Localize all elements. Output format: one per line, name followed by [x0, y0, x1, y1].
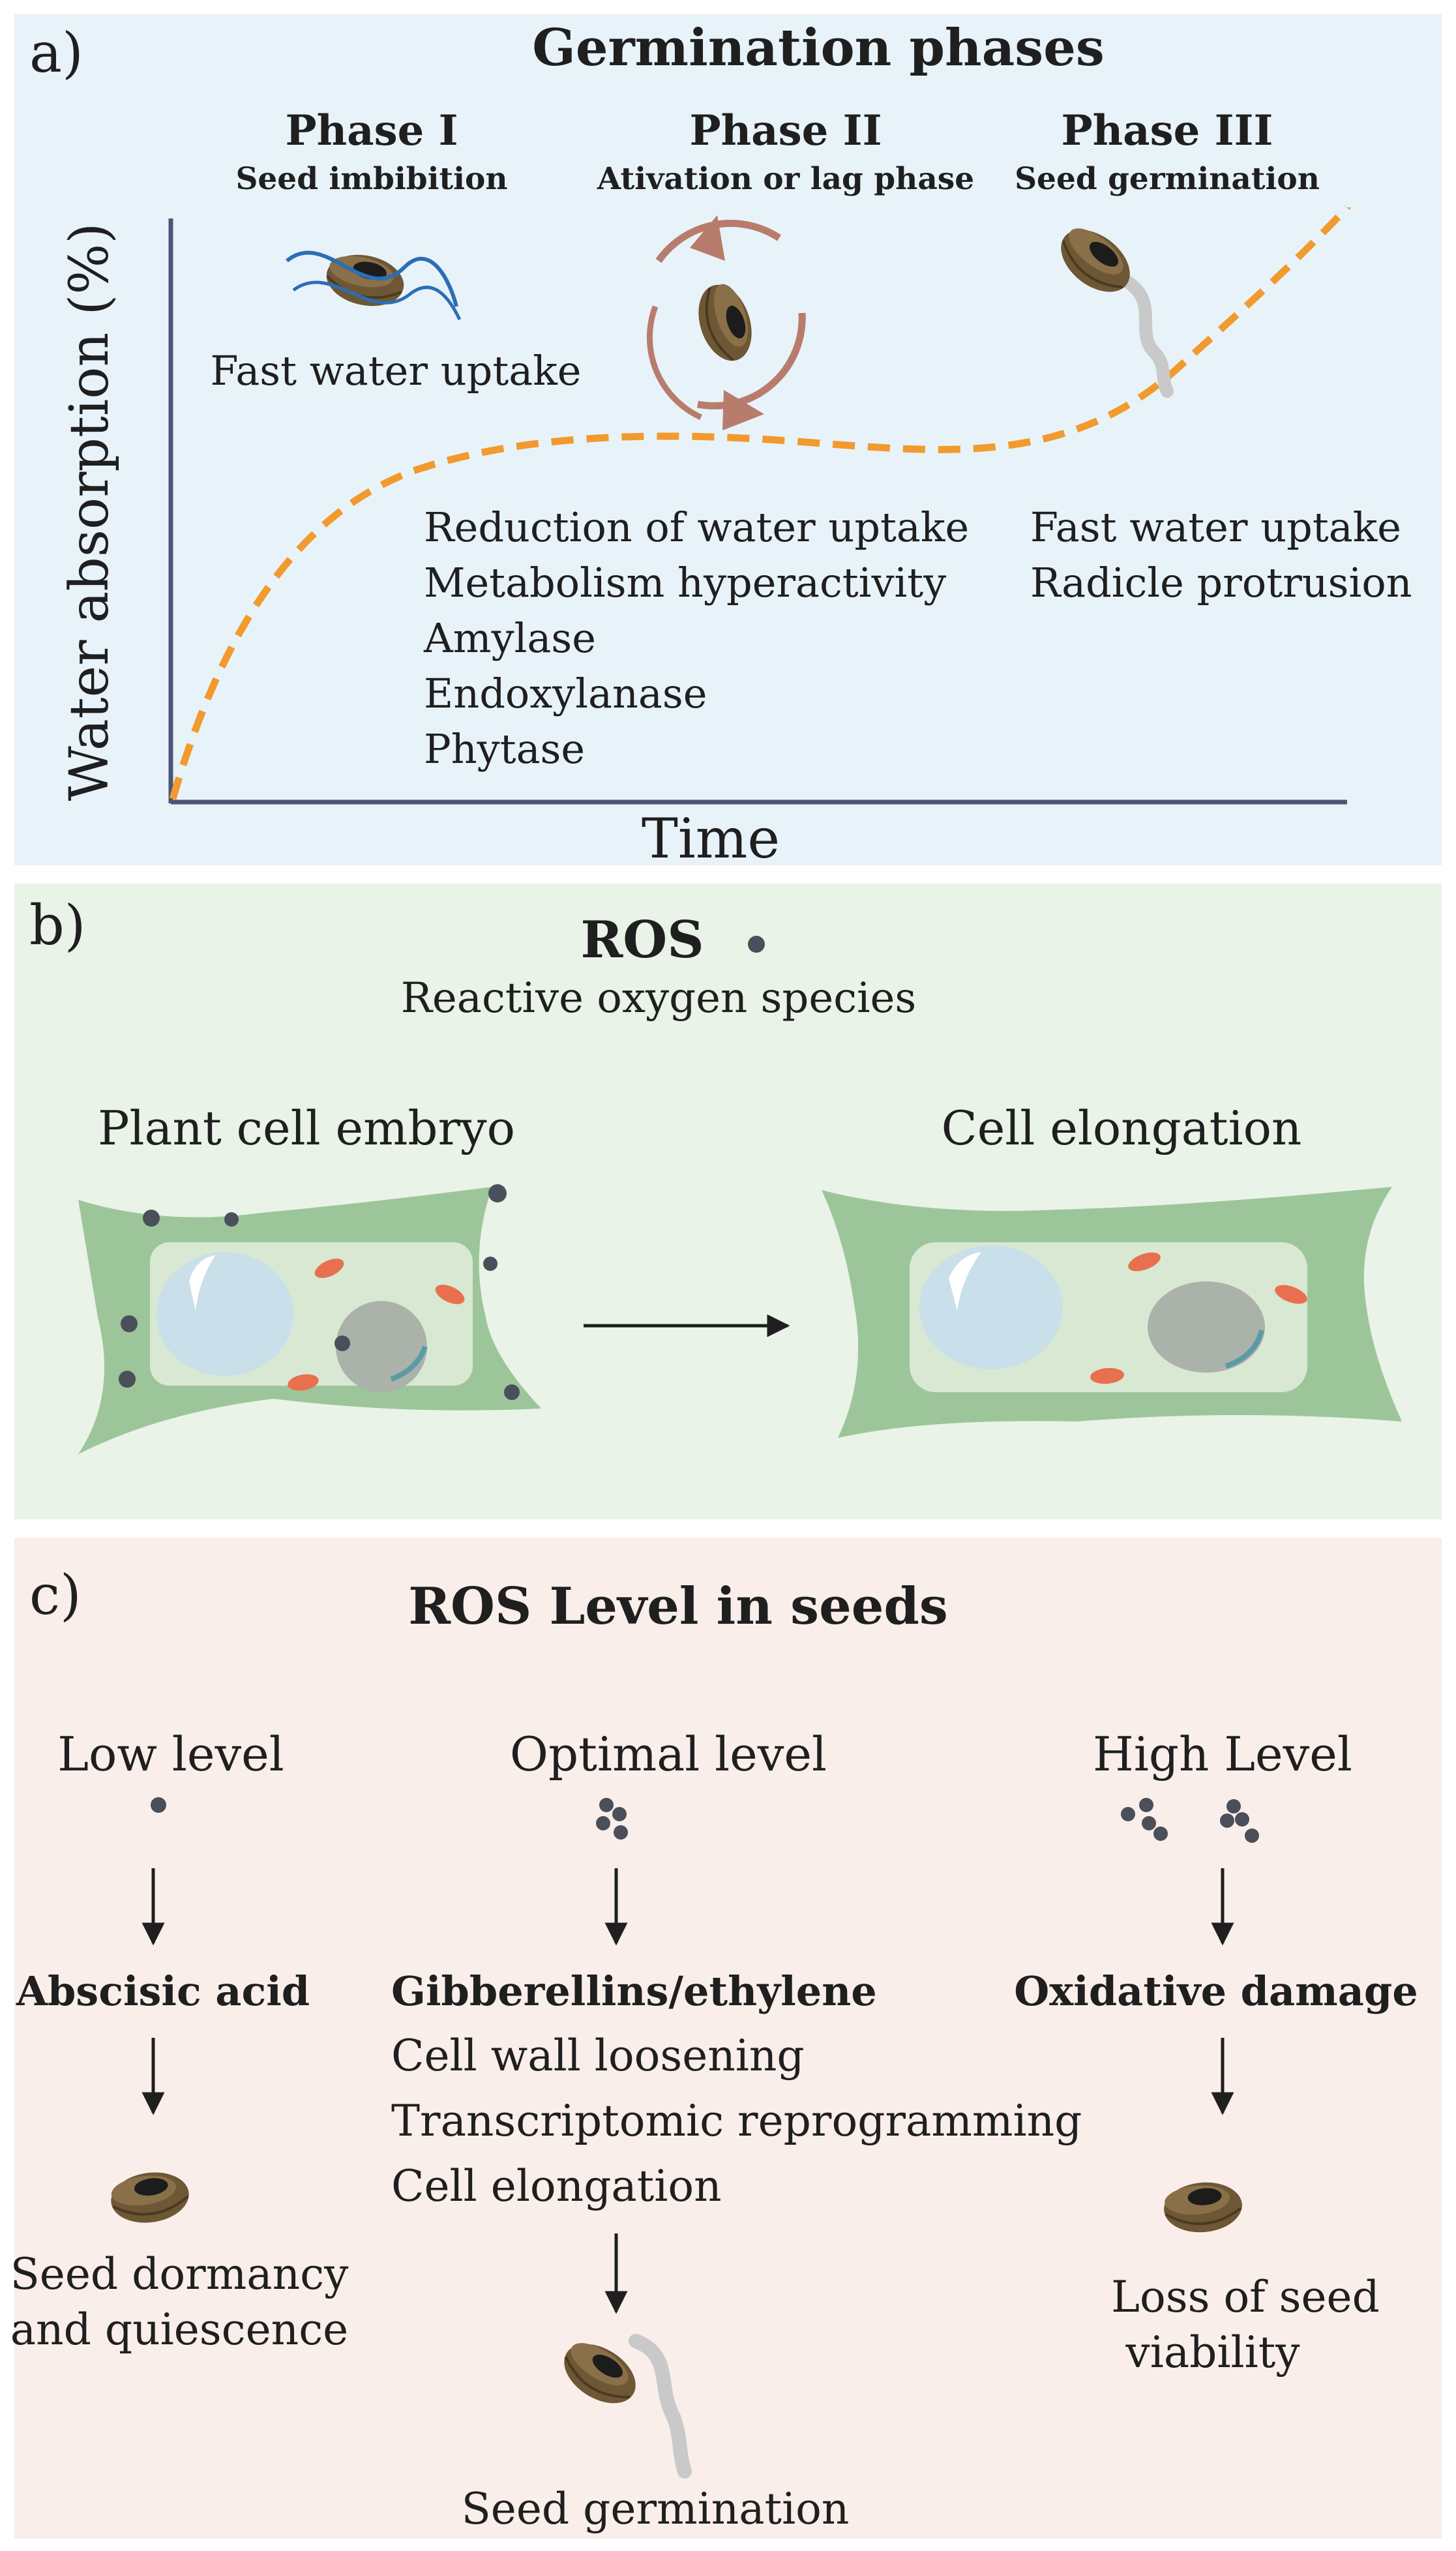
- elongated-cell-diagram: [822, 1187, 1402, 1438]
- mitochondrion: [288, 1374, 319, 1391]
- ros-dot-optimal: [596, 1816, 610, 1830]
- ros-dot-high: [1245, 1828, 1259, 1843]
- ros-dot-optimal: [614, 1825, 628, 1840]
- phase2-name: Phase II: [689, 106, 882, 155]
- lag-phase-seed-icon: [688, 276, 762, 369]
- nucleus-highlight: [390, 1345, 428, 1382]
- ros-dot: [121, 1315, 138, 1332]
- phase1-name: Phase I: [285, 106, 458, 155]
- ros-dot-high: [1153, 1827, 1168, 1841]
- optimal-level-label: Optimal level: [510, 1727, 827, 1782]
- y-axis-label: Water absorption (%): [59, 223, 121, 801]
- phase2-note-3: Amylase: [423, 614, 596, 662]
- x-axis-label: Time: [642, 807, 780, 871]
- mitochondrion: [435, 1285, 465, 1304]
- ros-dot-high: [1226, 1799, 1241, 1813]
- panel-c: c) ROS Level in seeds Low level Abscisic…: [10, 1563, 1418, 2534]
- water-wave-icon-2: [292, 280, 462, 321]
- ros-dot-legend: [748, 936, 765, 953]
- non-viable-seed-icon: [1160, 2177, 1246, 2237]
- panel-c-letter: c): [29, 1563, 82, 1627]
- phase3-name: Phase III: [1062, 106, 1273, 155]
- panel-a: a) Germination phases Water absorption (…: [29, 18, 1412, 871]
- high-level-label: High Level: [1093, 1727, 1352, 1782]
- phase2-note-4: Endoxylanase: [424, 670, 707, 717]
- optimal-effect-2: Transcriptomic reprogramming: [391, 2096, 1082, 2146]
- cell-elongation-label: Cell elongation: [942, 1101, 1302, 1156]
- panel-a-title: Germination phases: [532, 18, 1105, 78]
- ros-dot: [488, 1184, 507, 1202]
- ros-dot-high: [1139, 1798, 1153, 1812]
- vacuole-highlight: [189, 1255, 215, 1311]
- high-outcome-1: Loss of seed: [1111, 2272, 1380, 2322]
- high-outcome-2: viability: [1125, 2327, 1300, 2378]
- vacuole: [919, 1246, 1063, 1369]
- ros-dot-high: [1235, 1812, 1249, 1827]
- radicle-icon: [629, 2334, 692, 2479]
- ros-dot-high: [1142, 1816, 1156, 1830]
- plant-cell-embryo-diagram: [78, 1184, 541, 1454]
- phase2-note-1: Reduction of water uptake: [424, 503, 969, 551]
- vacuole-highlight: [949, 1252, 981, 1311]
- phase2-note-5: Phytase: [424, 725, 585, 773]
- ros-dot: [483, 1257, 498, 1271]
- optimal-effect-3: Cell elongation: [391, 2161, 722, 2211]
- plant-cell-embryo-label: Plant cell embryo: [98, 1101, 515, 1156]
- nucleus: [336, 1301, 427, 1392]
- mitochondrion: [1275, 1285, 1307, 1304]
- cycle-arrows-icon: [646, 215, 806, 430]
- water-wave-icon: [286, 250, 458, 307]
- nucleus: [1148, 1281, 1265, 1373]
- nucleus-highlight: [1225, 1329, 1264, 1369]
- dormant-seed-icon: [106, 2166, 194, 2229]
- phase2-note-2: Metabolism hyperactivity: [424, 559, 946, 606]
- ros-dot-high: [1220, 1813, 1234, 1828]
- optimal-outcome: Seed germination: [462, 2484, 850, 2534]
- ros-dot: [334, 1335, 350, 1351]
- water-uptake-curve: [169, 205, 1350, 800]
- ros-dot: [224, 1212, 239, 1227]
- panel-b-title: ROS: [580, 910, 704, 970]
- panel-a-letter: a): [29, 21, 83, 85]
- low-hormone: Abscisic acid: [16, 1967, 310, 2015]
- mitochondrion: [1090, 1367, 1124, 1384]
- phase3-note-2: Radicle protrusion: [1030, 559, 1412, 606]
- low-level-label: Low level: [57, 1727, 284, 1782]
- panel-c-title: ROS Level in seeds: [408, 1577, 948, 1636]
- radicle-icon: [1118, 274, 1174, 398]
- ros-dot: [143, 1210, 160, 1227]
- high-hormone: Oxidative damage: [1014, 1967, 1418, 2015]
- phase3-note-1: Fast water uptake: [1030, 503, 1401, 551]
- ros-dot: [504, 1384, 520, 1400]
- phase3-subtitle: Seed germination: [1015, 161, 1320, 197]
- phase1-note: Fast water uptake: [211, 347, 582, 395]
- panel-b-letter: b): [29, 893, 86, 957]
- mitochondrion: [1128, 1252, 1161, 1272]
- panel-c-background: [14, 1538, 1442, 2539]
- low-outcome-2: and quiescence: [10, 2305, 348, 2355]
- low-outcome-1: Seed dormancy: [10, 2249, 349, 2299]
- ros-dot-optimal: [599, 1798, 614, 1812]
- optimal-hormone: Gibberellins/ethylene: [391, 1967, 877, 2015]
- ros-dot: [119, 1371, 136, 1388]
- panel-b: b) ROS Reactive oxygen species Plant cel…: [29, 893, 1402, 1454]
- ros-dot-low: [151, 1797, 166, 1813]
- phase1-subtitle: Seed imbibition: [235, 161, 507, 197]
- germinating-seed-icon: [1048, 216, 1143, 306]
- ros-dot-high: [1121, 1807, 1135, 1821]
- vacuole: [156, 1252, 293, 1376]
- ros-dot-optimal: [612, 1807, 627, 1821]
- mitochondrion: [314, 1259, 344, 1278]
- panel-b-subtitle: Reactive oxygen species: [401, 974, 917, 1022]
- optimal-effect-1: Cell wall loosening: [391, 2031, 805, 2081]
- phase2-subtitle: Ativation or lag phase: [597, 161, 974, 197]
